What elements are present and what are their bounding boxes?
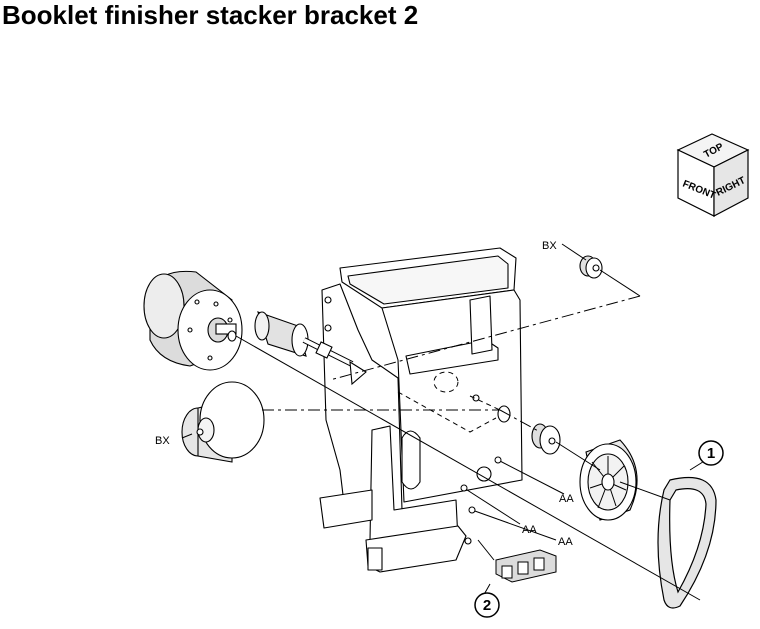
hidden-shaft-path xyxy=(397,371,501,433)
page-title: Booklet finisher stacker bracket 2 xyxy=(2,0,419,30)
bx-label-top: BX xyxy=(542,240,557,252)
bx-bushing-top xyxy=(579,255,603,279)
aa-label-2: AA xyxy=(522,524,537,536)
assembly-lines xyxy=(181,243,707,601)
stacker-motor xyxy=(143,270,243,371)
belt xyxy=(657,476,717,609)
connector xyxy=(495,549,557,583)
aa-label-3: AA xyxy=(558,536,573,548)
bx-spool-left xyxy=(181,381,265,463)
orientation-cube xyxy=(676,133,750,217)
aa-screws xyxy=(460,456,502,514)
callout-1-number: 1 xyxy=(707,445,715,462)
callout-1-circle xyxy=(698,440,724,466)
pulley-gear xyxy=(579,439,638,521)
callout-2-number: 2 xyxy=(483,597,491,614)
bx-label-left: BX xyxy=(155,435,170,447)
aa-label-1: AA xyxy=(559,493,574,505)
drive-shaft xyxy=(254,311,367,386)
callout-2-circle xyxy=(474,592,500,618)
stacker-bracket xyxy=(319,247,523,573)
